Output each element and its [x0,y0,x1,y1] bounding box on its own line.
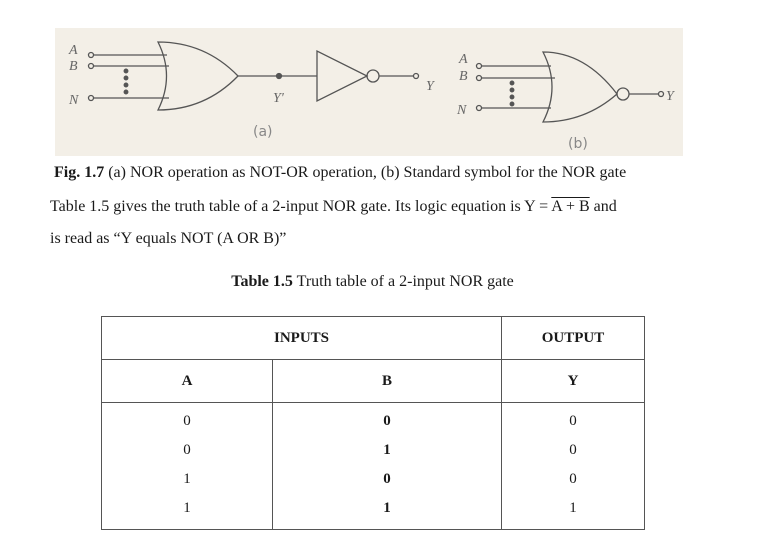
output-y-label-b: Y [666,89,676,104]
not-gate-shape [316,49,369,103]
cell-a: 1 [101,494,273,530]
cell-b: 0 [272,465,502,494]
truth-table: INPUTS OUTPUT A B Y 0 0 0 0 1 0 1 0 0 1 … [101,316,645,530]
input-a-terminal-b [475,62,483,70]
pin-a-label-b: A [458,52,468,67]
pin-a-label: A [68,43,78,58]
part-b-label: (b) [568,136,588,152]
cell-b: 0 [272,402,502,436]
cell-y: 0 [501,402,645,436]
cell-y: 0 [501,436,645,465]
or-gate-shape [156,41,239,111]
pin-n-label: N [68,93,79,108]
paragraph-line-1: Table 1.5 gives the truth table of a 2-i… [50,198,617,216]
cell-b: 1 [272,436,502,465]
column-header-row: A B Y [101,359,645,403]
nor-gate-figure: A B N Y' Y (a) A B N Y (b) [55,28,683,156]
nor-equation: A + B [551,198,590,215]
cell-a: 0 [101,402,273,436]
output-header: OUTPUT [501,316,645,360]
table-row: 1 1 1 [101,494,645,530]
nor-gate-diagram: A B N Y' Y (a) A B N Y (b) [68,41,676,152]
group-header-row: INPUTS OUTPUT [101,316,645,360]
input-b-terminal-b [475,74,483,82]
caption-prefix: Fig. 1.7 [54,164,105,181]
nor-inversion-bubble [616,87,630,101]
table-title: Table 1.5 Truth table of a 2-input NOR g… [0,273,745,291]
caption-text: (a) NOR operation as NOT-OR operation, (… [104,164,627,181]
table-title-prefix: Table 1.5 [231,273,293,290]
part-a-label: (a) [253,124,273,140]
column-header-y: Y [501,359,645,403]
cell-y: 0 [501,465,645,494]
nor-gate-shape [541,51,618,123]
paragraph-text-before: Table 1.5 gives the truth table of a 2-i… [50,198,552,215]
part-a-diagram [87,41,420,111]
table-row: 1 0 0 [101,465,645,494]
input-b-terminal [87,62,95,70]
intermediate-y-prime-label: Y' [273,91,285,106]
cell-b: 1 [272,494,502,530]
output-y-terminal [412,72,420,80]
cell-a: 1 [101,465,273,494]
pin-b-label: B [69,59,78,74]
input-n-terminal [87,94,95,102]
inputs-header: INPUTS [101,316,502,360]
input-a-terminal [87,51,95,59]
cell-y: 1 [501,494,645,530]
output-y-terminal-b [657,90,665,98]
inversion-bubble [366,69,380,83]
figure-caption: Fig. 1.7 (a) NOR operation as NOT-OR ope… [54,164,626,182]
column-header-a: A [101,359,273,403]
paragraph-text-after: and [589,198,617,215]
column-header-b: B [272,359,502,403]
paragraph-line-2: is read as “Y equals NOT (A OR B)” [50,230,287,247]
table-title-text: Truth table of a 2-input NOR gate [292,273,514,290]
table-row: 0 1 0 [101,436,645,465]
table-row: 0 0 0 [101,402,645,436]
input-n-terminal-b [475,104,483,112]
output-y-label-a: Y [426,79,436,94]
pin-n-label-b: N [456,103,467,118]
pin-b-label-b: B [459,69,468,84]
part-b-diagram [475,51,665,123]
junction-dot [275,72,283,80]
cell-a: 0 [101,436,273,465]
